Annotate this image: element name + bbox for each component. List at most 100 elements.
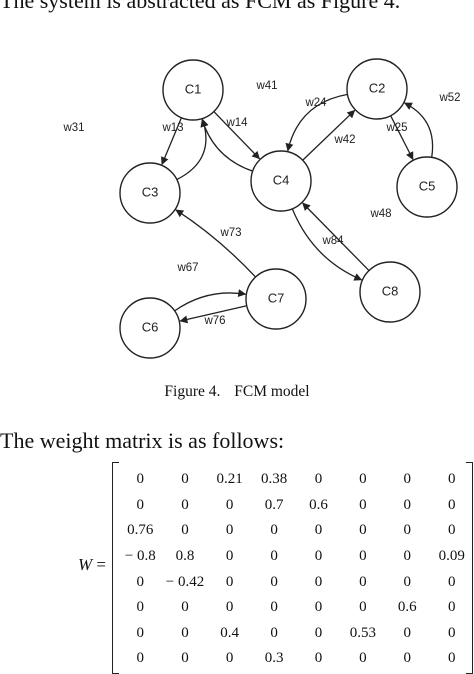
matrix-cell: 0 xyxy=(359,522,367,539)
node-c3 xyxy=(119,162,181,224)
node-label-c6: C6 xyxy=(142,319,159,334)
edge-label-w67: w67 xyxy=(176,262,198,274)
matrix-cell: 0 xyxy=(314,548,323,565)
node-c6 xyxy=(119,297,181,359)
matrix-cell: 0.38 xyxy=(261,471,288,488)
matrix-cell: − 0.42 xyxy=(165,573,205,590)
matrix-cell: 0.76 xyxy=(127,522,154,539)
matrix-cell: 0 xyxy=(270,522,278,539)
edge-label-w48: w48 xyxy=(369,208,391,220)
matrix-cell: 0 xyxy=(225,522,234,539)
matrix-cell: 0 xyxy=(136,496,145,513)
node-label-c4: C4 xyxy=(273,172,290,187)
edge-w41 xyxy=(200,118,253,172)
node-c2 xyxy=(346,58,408,120)
matrix-cell: 0 xyxy=(225,599,234,616)
edge-label-w24: w24 xyxy=(304,97,327,109)
matrix-cell: 0 xyxy=(181,496,189,513)
matrix-cell: 0.4 xyxy=(220,624,240,641)
matrix-cell: 0 xyxy=(181,599,189,616)
matrix-cell: 0 xyxy=(314,573,323,590)
matrix-cell: 0 xyxy=(136,650,145,667)
edge-label-w73: w73 xyxy=(219,227,241,239)
matrix-symbol-letter: W xyxy=(78,555,93,574)
node-c4 xyxy=(250,150,312,212)
edge-w25 xyxy=(390,115,414,161)
node-c7 xyxy=(245,268,307,330)
node-c1 xyxy=(162,59,224,121)
edge-w14 xyxy=(213,111,261,160)
matrix-cell: 0 xyxy=(359,650,367,667)
matrix-cell: 0 xyxy=(403,548,412,565)
edge-w84 xyxy=(302,202,370,272)
edge-w48 xyxy=(291,208,363,281)
edge-w52 xyxy=(403,102,434,158)
figure-title: FCM model xyxy=(234,383,310,400)
matrix-cell: 0 xyxy=(403,650,412,667)
matrix-cell: 0 xyxy=(181,624,189,641)
matrix-cell: 0.21 xyxy=(216,471,243,488)
node-label-c8: C8 xyxy=(382,283,399,298)
matrix-cell: 0 xyxy=(270,624,278,641)
matrix-cell: 0 xyxy=(181,650,189,667)
matrix-cell: 0 xyxy=(270,599,278,616)
matrix-cell: 0 xyxy=(270,573,278,590)
edge-label-w13: w13 xyxy=(161,122,183,134)
matrix-cell: 0 xyxy=(403,471,412,488)
matrix-cell: 0 xyxy=(403,496,412,513)
matrix-cell: 0 xyxy=(403,573,412,590)
matrix-cell: 0 xyxy=(359,573,367,590)
edge-label-w42: w42 xyxy=(333,134,355,146)
matrix-cell: 0 xyxy=(359,548,367,565)
matrix-cell: 0 xyxy=(403,624,412,641)
matrix-cell: 0 xyxy=(136,624,145,641)
edge-w76 xyxy=(179,305,247,324)
node-label-c1: C1 xyxy=(185,81,202,96)
edge-label-w84: w84 xyxy=(321,235,344,247)
matrix-cell: 0 xyxy=(447,624,456,641)
matrix-cell: 0 xyxy=(225,496,234,513)
matrix-cell: 0 xyxy=(314,522,323,539)
matrix-cell: 0 xyxy=(181,522,189,539)
matrix-cell: 0 xyxy=(447,599,456,616)
node-label-c3: C3 xyxy=(142,184,159,199)
matrix-cell: 0 xyxy=(359,471,367,488)
matrix-cell: 0 xyxy=(447,471,456,488)
matrix-equals: = xyxy=(96,555,107,574)
matrix-cell: 0 xyxy=(447,650,456,667)
node-label-c7: C7 xyxy=(268,290,285,305)
matrix-cell: 0 xyxy=(403,522,412,539)
edge-label-w76: w76 xyxy=(203,315,225,327)
matrix-symbol: W = xyxy=(78,555,106,575)
matrix-cell: 0 xyxy=(225,548,234,565)
matrix-cell: 0 xyxy=(136,573,145,590)
matrix-cell: 0.6 xyxy=(309,496,328,513)
edge-w73 xyxy=(175,209,257,278)
matrix-cell: 0 xyxy=(136,599,145,616)
edge-w42 xyxy=(302,109,356,161)
matrix-intro-text: The weight matrix is as follows: xyxy=(0,428,285,453)
edge-w67 xyxy=(174,289,247,312)
matrix-cell: 0 xyxy=(314,650,323,667)
matrix-cell: 0 xyxy=(314,599,323,616)
matrix-cell: 0 xyxy=(314,471,323,488)
node-c8 xyxy=(359,261,421,323)
matrix-cell: 0.8 xyxy=(175,548,195,565)
matrix-cell: 0.7 xyxy=(264,496,284,513)
node-label-c2: C2 xyxy=(369,80,386,95)
edge-w24 xyxy=(285,93,348,152)
matrix-cell: 0 xyxy=(359,599,367,616)
intro-text: The system is abstracted as FCM as Figur… xyxy=(0,0,401,13)
figure-caption: Figure 4. FCM model xyxy=(0,383,474,401)
matrix-cell: 0 xyxy=(181,471,189,488)
edge-label-w31: w31 xyxy=(62,122,84,134)
edge-w13 xyxy=(161,117,183,166)
edge-label-w52: w52 xyxy=(438,92,460,104)
